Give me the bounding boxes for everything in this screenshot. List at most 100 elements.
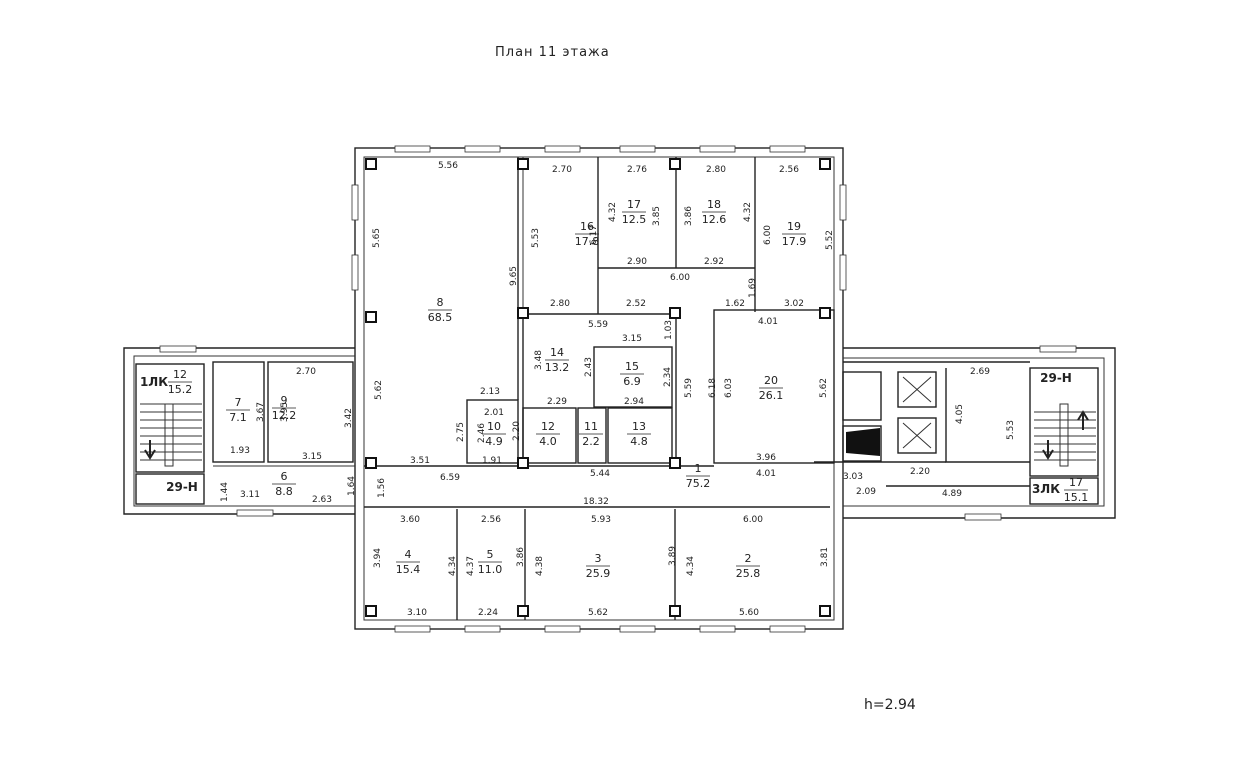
room-number: 15 (625, 360, 639, 373)
space-tag: 1ЛК (140, 375, 168, 389)
dimension-label: 3.94 (373, 548, 383, 568)
dimension-label: 2.56 (779, 165, 799, 175)
dimension-label: 5.53 (1006, 420, 1016, 440)
dimension-label: 3.67 (256, 402, 266, 422)
dimension-label: 5.60 (739, 608, 759, 618)
dimension-label: 2.52 (626, 299, 646, 309)
room-number: 1 (695, 462, 702, 475)
dimension-label: 3.02 (784, 299, 804, 309)
dimension-label: 1.69 (748, 278, 758, 298)
dimension-label: 3.42 (344, 408, 354, 428)
plan-title: План 11 этажа (495, 45, 610, 60)
dimension-label: 1.44 (220, 482, 230, 502)
dimension-label: 2.70 (296, 367, 316, 377)
dimension-label: 2.69 (970, 367, 990, 377)
room-number: 19 (787, 220, 801, 233)
dimension-label: 5.59 (684, 378, 694, 398)
dimension-label: 1.64 (347, 476, 357, 496)
room-number: 12 (173, 368, 187, 381)
interior-walls (135, 157, 1099, 620)
room-number: 17 (627, 198, 641, 211)
dimension-label: 1.93 (230, 446, 250, 456)
dimension-label: 2.56 (481, 515, 501, 525)
room-area: 17.8 (575, 235, 600, 248)
room-number: 17 (1069, 476, 1083, 489)
dimension-label: 2.13 (480, 387, 500, 397)
room-number: 14 (550, 346, 564, 359)
dimension-label: 2.34 (663, 367, 673, 387)
room-area: 75.2 (686, 477, 711, 490)
dimension-label: 3.11 (240, 490, 260, 500)
dimension-label: 4.01 (758, 317, 778, 327)
room-labels: 175.2225.8325.9415.4511.068.877.1868.591… (168, 198, 1089, 580)
dimension-label: 5.52 (825, 230, 835, 250)
dimension-label: 1.62 (725, 299, 745, 309)
room-area: 15.1 (1064, 491, 1089, 504)
room-area: 15.4 (396, 563, 421, 576)
dimension-label: 5.65 (372, 228, 382, 248)
room-area: 2.2 (582, 435, 600, 448)
dimension-label: 4.32 (743, 202, 753, 222)
room-number: 18 (707, 198, 721, 211)
dimension-label: 2.43 (584, 357, 594, 377)
dimension-label: 5.62 (819, 378, 829, 398)
room-area: 11.0 (478, 563, 503, 576)
room-number: 5 (487, 548, 494, 561)
dimension-label: 2.76 (627, 165, 647, 175)
room-area: 12.6 (702, 213, 727, 226)
dimension-label: 3.96 (756, 453, 776, 463)
room-area: 25.8 (736, 567, 761, 580)
dimension-label: 2.80 (706, 165, 726, 175)
dimension-label: 2.94 (624, 397, 644, 407)
dimension-label: 4.89 (942, 489, 962, 499)
dimension-label: 3.86 (516, 547, 526, 567)
dimension-label: 2.46 (477, 423, 487, 443)
dimension-label: 2.29 (547, 397, 567, 407)
ceiling-height-note: h=2.94 (864, 697, 916, 713)
room-number: 9 (281, 394, 288, 407)
dimension-label: 2.20 (512, 421, 522, 441)
room-area: 12.2 (272, 409, 297, 422)
dimension-label: 5.59 (588, 320, 608, 330)
dimension-label: 4.37 (466, 556, 476, 576)
room-number: 6 (281, 470, 288, 483)
room-area: 7.1 (229, 411, 247, 424)
room-area: 4.9 (485, 435, 503, 448)
room-number: 10 (487, 420, 501, 433)
dimension-label: 18.32 (583, 497, 609, 507)
dimension-label: 2.75 (456, 422, 466, 442)
dimension-label: 1.91 (482, 456, 502, 466)
dimension-label: 2.09 (856, 487, 876, 497)
dimension-label: 2.92 (704, 257, 724, 267)
dimension-label: 3.89 (668, 546, 678, 566)
dimension-label: 6.00 (670, 273, 690, 283)
room-number: 20 (764, 374, 778, 387)
outer-walls (123, 147, 1116, 630)
room-area: 8.8 (275, 485, 293, 498)
dimension-label: 4.34 (686, 556, 696, 576)
dimension-label: 1.56 (377, 478, 387, 498)
room-area: 4.8 (630, 435, 648, 448)
room-number: 7 (235, 396, 242, 409)
room-area: 17.9 (782, 235, 807, 248)
dimension-label: 3.85 (652, 206, 662, 226)
dimension-label: 6.00 (763, 225, 773, 245)
dimension-label: 3.60 (400, 515, 420, 525)
dimension-label: 4.01 (756, 469, 776, 479)
dimension-label: 4.05 (955, 404, 965, 424)
room-number: 2 (745, 552, 752, 565)
dimension-label: 6.00 (743, 515, 763, 525)
room-number: 8 (437, 296, 444, 309)
dimension-label: 5.93 (591, 515, 611, 525)
room-area: 26.1 (759, 389, 784, 402)
dimension-label: 3.03 (843, 472, 863, 482)
dimension-label: 6.59 (440, 473, 460, 483)
dimension-label: 3.48 (534, 350, 544, 370)
room-area: 15.2 (168, 383, 193, 396)
space-tag: 3ЛК (1032, 482, 1060, 496)
dimension-label: 5.62 (588, 608, 608, 618)
dimension-label: 6.18 (708, 378, 718, 398)
space-tag: 29-Н (166, 480, 198, 494)
